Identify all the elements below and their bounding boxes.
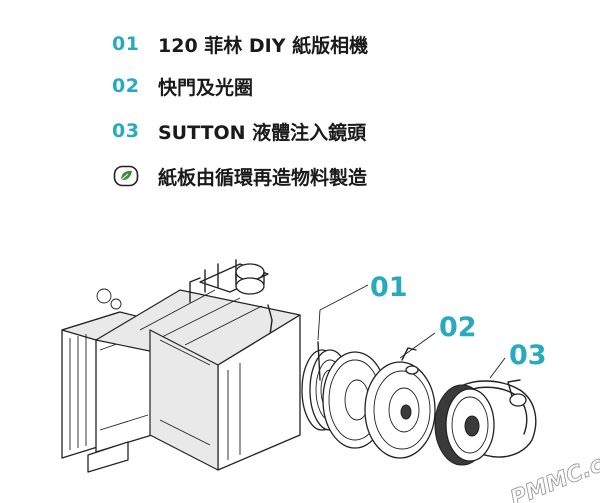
leader-line-01 [317,284,369,341]
feature-item-recycled: 紙板由循環再造物料製造 [112,161,367,191]
leaf-icon [112,164,140,188]
leader-line-02 [399,332,436,359]
part-03-lens [434,379,537,466]
feature-item-lens: 03 SUTTON 液體注入鏡頭 [112,116,366,146]
feature-item-shutter: 02 快門及光圈 [112,71,253,101]
callout-03: 03 [509,340,547,371]
exploded-camera-diagram: 01 02 03 PMMC.cc [61,259,600,503]
camera-body [61,259,301,473]
feature-text: 紙板由循環再造物料製造 [158,166,368,189]
feature-item-camera: 01 120 菲林 DIY 紙版相機 [112,29,368,59]
feature-number: 03 [112,120,140,142]
watermark: PMMC.cc [507,447,600,503]
leader-line-03 [489,357,506,379]
part-02-shutter [322,347,436,459]
feature-text: 快門及光圈 [158,76,254,99]
callout-02: 02 [439,312,477,343]
feature-text: SUTTON 液體注入鏡頭 [158,121,367,144]
callout-01: 01 [370,272,408,303]
feature-text: 120 菲林 DIY 紙版相機 [158,34,369,57]
feature-number: 02 [112,75,140,97]
feature-number: 01 [112,33,140,55]
